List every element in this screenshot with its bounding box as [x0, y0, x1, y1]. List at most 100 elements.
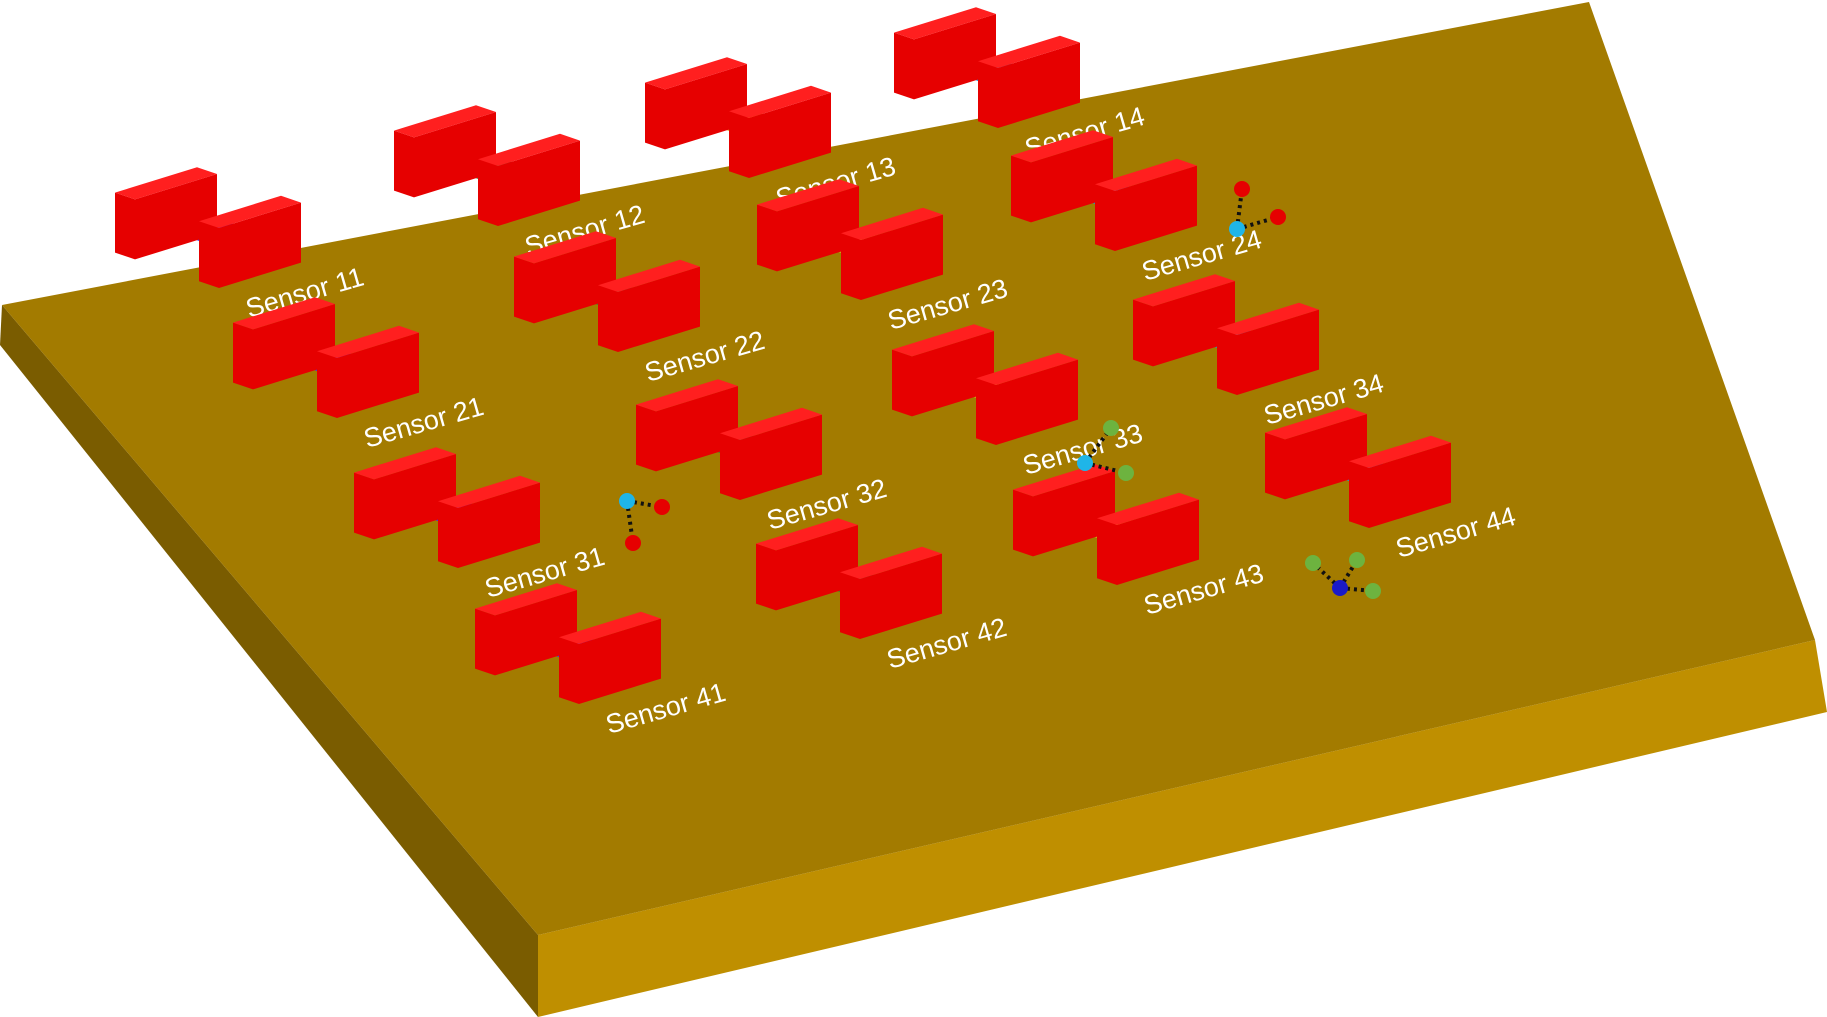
molecule-1 — [1229, 181, 1286, 237]
electrode-front-face — [219, 202, 301, 288]
electrode-front-face — [374, 454, 456, 540]
electrode-top-face — [1133, 274, 1235, 307]
electrode-top-face — [514, 231, 616, 264]
electrode-back — [645, 57, 747, 150]
electrode-top-face — [1095, 158, 1197, 191]
electrode-front-face — [414, 112, 496, 198]
electrode-top-face — [354, 447, 456, 480]
electrode-side-face — [840, 572, 860, 639]
electrode-top-face — [1349, 435, 1451, 468]
electrode-front-face — [861, 214, 943, 300]
electrode-front-face — [458, 482, 540, 568]
sensor-43: Sensor 43 — [1013, 464, 1267, 621]
electrode-side-face — [757, 204, 777, 272]
sensor-21: Sensor 21 — [233, 297, 487, 454]
electrode-side-face — [475, 608, 495, 676]
electrode-back — [354, 447, 456, 540]
molecule-atom-green — [1103, 420, 1119, 436]
electrode-side-face — [438, 501, 458, 568]
electrode-side-face — [645, 82, 665, 150]
electrode-front-face — [777, 186, 859, 272]
electrode-front — [978, 35, 1080, 129]
molecule-center-atom — [619, 493, 635, 509]
substrate-top-face — [2, 2, 1815, 935]
electrode-front-face — [495, 590, 577, 676]
electrode-side-face — [720, 433, 740, 500]
electrode-top-face — [233, 297, 335, 330]
electrode-back — [894, 7, 996, 100]
molecule-4 — [1305, 552, 1381, 599]
electrode-side-face — [756, 543, 776, 611]
electrode-front-face — [1033, 471, 1115, 557]
electrode-top-face — [1217, 302, 1319, 335]
molecule-atom-green — [1365, 583, 1381, 599]
electrode-front-face — [912, 331, 994, 417]
electrode-front-face — [740, 414, 822, 500]
electrode-side-face — [1095, 184, 1115, 251]
electrode-front-face — [534, 238, 616, 324]
electrode-back — [394, 105, 496, 198]
electrode-top-face — [645, 57, 747, 90]
electrode-back — [475, 583, 577, 676]
substrate-front-face — [538, 640, 1827, 1017]
electrode-front-face — [996, 359, 1078, 445]
electrode-side-face — [976, 378, 996, 445]
electrode-top-face — [1265, 407, 1367, 440]
electrode-side-face — [598, 285, 618, 352]
electrode-top-face — [976, 352, 1078, 385]
electrode-side-face — [841, 233, 861, 300]
molecule-center-atom — [1077, 455, 1093, 471]
electrode-side-face — [233, 322, 253, 390]
electrode-front-face — [776, 525, 858, 611]
electrode-top-face — [115, 167, 217, 200]
electrode-top-face — [1013, 464, 1115, 497]
electrode-side-face — [1265, 432, 1285, 500]
electrode-top-face — [892, 324, 994, 357]
electrode-front-face — [579, 618, 661, 704]
electrode-front-face — [1369, 442, 1451, 528]
electrode-top-face — [438, 475, 540, 508]
electrode-top-face — [729, 85, 831, 118]
electrode-back — [1011, 130, 1113, 223]
electrode-front — [1097, 492, 1199, 585]
gas-molecules — [619, 181, 1381, 599]
molecule-bond — [1339, 586, 1374, 593]
molecule-atom-green — [1349, 552, 1365, 568]
electrode-front — [841, 207, 943, 300]
electrode-top-face — [1097, 492, 1199, 525]
electrode-side-face — [1133, 299, 1153, 367]
electrode-front — [840, 546, 942, 639]
molecule-atom-red — [1234, 181, 1250, 197]
electrode-front-face — [618, 266, 700, 352]
molecule-atom-green — [1118, 465, 1134, 481]
electrode-top-face — [894, 7, 996, 40]
electrode-top-face — [840, 546, 942, 579]
electrode-front — [317, 325, 419, 418]
electrode-top-face — [756, 518, 858, 551]
electrode-side-face — [1097, 518, 1117, 585]
electrode-front-face — [337, 332, 419, 418]
electrode-front-face — [998, 42, 1080, 128]
electrode-side-face — [199, 221, 219, 288]
electrode-top-face — [636, 379, 738, 412]
electrode-front-face — [253, 304, 335, 390]
molecule-atom-red — [625, 535, 641, 551]
electrode-back — [1265, 407, 1367, 500]
electrode-side-face — [1013, 489, 1033, 557]
electrode-front-face — [498, 140, 580, 226]
electrode-front — [478, 133, 580, 226]
electrode-side-face — [892, 349, 912, 417]
electrode-side-face — [559, 637, 579, 704]
electrode-side-face — [317, 351, 337, 418]
electrode-top-face — [475, 583, 577, 616]
electrode-top-face — [559, 611, 661, 644]
electrode-front — [720, 407, 822, 500]
electrode-front-face — [860, 553, 942, 639]
electrode-side-face — [1217, 328, 1237, 395]
electrode-back — [757, 179, 859, 272]
electrode-side-face — [1349, 461, 1369, 528]
electrode-front-face — [1031, 137, 1113, 223]
electrode-back — [115, 167, 217, 260]
electrode-side-face — [978, 61, 998, 129]
